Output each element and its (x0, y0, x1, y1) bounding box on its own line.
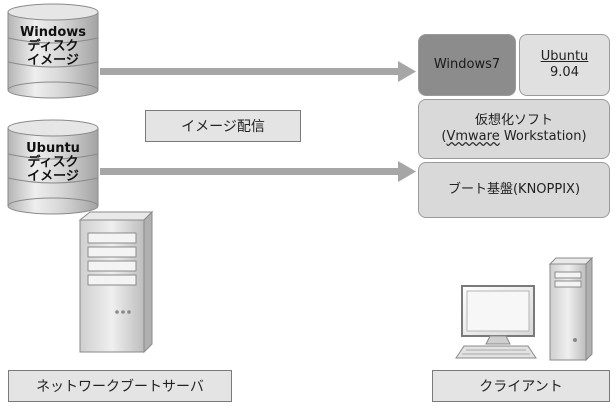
workstation-word: Workstation) (499, 129, 587, 144)
boot-platform-label: ブート基盤(KNOPPIX) (447, 182, 581, 197)
client-keyboard-icon (455, 345, 537, 359)
network-boot-server-label: ネットワークブートサーバ (8, 370, 232, 402)
ubuntu-version-label: 9.04 (550, 65, 579, 80)
windows-disk-image-icon (7, 3, 99, 99)
server-tower-icon (78, 210, 154, 354)
virt-paren: ( (441, 129, 447, 144)
virtualization-product-label: (Vmware Workstation) (441, 129, 586, 145)
windows7-label: Windows7 (433, 57, 501, 72)
ubuntu-disk-image-label: Ubuntu ディスク イメージ (26, 141, 80, 184)
ubuntu-disk-image-icon (7, 119, 99, 215)
arrow-ubuntu-to-client (100, 161, 416, 182)
ubuntu-name-label: Ubuntu (540, 49, 589, 64)
client-monitor-icon (461, 285, 535, 345)
client-label: クライアント (432, 370, 610, 402)
vmware-word: Vmware (446, 129, 500, 144)
virtualization-software-box: 仮想化ソフト (Vmware Workstation) (418, 99, 610, 159)
windows-disk-image-label: Windows ディスク イメージ (19, 25, 87, 68)
ubuntu-os-box: Ubuntu 9.04 (519, 34, 610, 96)
windows7-os-box: Windows7 (418, 34, 516, 96)
image-distribution-label: イメージ配信 (145, 110, 301, 142)
boot-platform-box: ブート基盤(KNOPPIX) (418, 162, 610, 218)
arrow-windows-to-client (100, 61, 416, 82)
client-tower-icon (548, 256, 594, 362)
virtualization-software-label: 仮想化ソフト (474, 113, 553, 128)
